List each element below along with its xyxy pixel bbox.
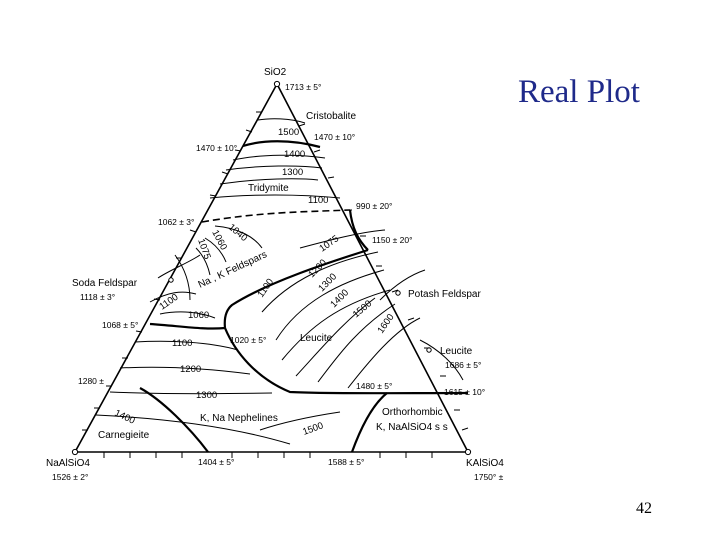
field-tridymite: Tridymite xyxy=(248,183,289,194)
temp-1020: 1020 ± 5° xyxy=(230,335,266,345)
boundary-cristobalite xyxy=(242,140,321,149)
field-nephelines: K, Na Nephelines xyxy=(200,413,278,424)
potash-feldspar-marker xyxy=(395,290,401,296)
isotherm-1500-low: 1500 xyxy=(301,420,325,438)
isotherm-1075-b: 1075 xyxy=(317,233,341,254)
temp-1404: 1404 ± 5° xyxy=(198,457,234,467)
vertex-naalsio4-label: NaAlSiO4 xyxy=(46,458,90,469)
vertex-kalsio4-label: KAlSiO4 xyxy=(466,458,504,469)
temp-1470-right: 1470 ± 10° xyxy=(314,132,355,142)
field-orthorhombic-2: K, NaAlSiO4 s s xyxy=(376,422,448,433)
isotherm-1060-a: 1060 xyxy=(209,228,229,252)
temp-1150: 1150 ± 20° xyxy=(372,235,413,245)
temp-1062: 1062 ± 3° xyxy=(158,217,194,227)
boundary-orthorhombic xyxy=(350,392,388,453)
field-orthorhombic-1: Orthorhombic xyxy=(382,407,443,418)
slide-title: Real Plot xyxy=(518,74,640,110)
isotherm-1400-mid: 1400 xyxy=(328,287,351,310)
isotherm-1100-top: 1100 xyxy=(308,195,328,206)
field-cristobalite: Cristobalite xyxy=(306,111,356,122)
page-number: 42 xyxy=(636,500,652,517)
vertex-sio2-temp: 1713 ± 5° xyxy=(285,82,321,92)
phase-boundaries xyxy=(139,140,469,453)
temp-1068: 1068 ± 5° xyxy=(102,320,138,330)
isotherm-1060-b: 1060 xyxy=(188,310,209,321)
isotherm-1075-a: 1075 xyxy=(195,237,213,261)
vertex-top-marker xyxy=(273,80,281,88)
side-leucite-label: Leucite xyxy=(440,346,473,357)
isotherm-1100-low: 1100 xyxy=(172,338,192,349)
boundary-feldspar-leucite xyxy=(223,248,369,329)
field-soda-feldspar: Soda Feldspar xyxy=(72,278,138,289)
temp-1615: 1615 ± 10° xyxy=(444,387,485,397)
triangle-outline xyxy=(73,82,470,453)
isotherm-1400-top: 1400 xyxy=(284,149,305,160)
temp-1480: 1480 ± 5° xyxy=(356,381,392,391)
vertex-right-marker xyxy=(464,448,472,456)
isotherm-1100-mid: 1100 xyxy=(255,277,276,300)
isotherm-1300-top: 1300 xyxy=(282,167,303,178)
soda-feldspar-temp: 1118 ± 3° xyxy=(80,292,115,302)
vertex-kalsio4-temp: 1750° ± xyxy=(474,472,504,482)
boundary-silica-feldspar xyxy=(348,209,369,251)
isotherm-1500-top: 1500 xyxy=(278,127,299,138)
temp-1280: 1280 ± xyxy=(78,376,104,386)
boundary-carnegieite xyxy=(139,387,209,453)
isotherm-1400-low: 1400 xyxy=(113,408,137,427)
temp-1588: 1588 ± 5° xyxy=(328,457,364,467)
temp-1470-left: 1470 ± 10° xyxy=(196,143,237,153)
boundary-tridymite-dashed xyxy=(201,209,351,223)
side-leucite-temp: 1686 ± 5° xyxy=(445,360,481,370)
isotherm-1040: 1040 xyxy=(226,222,249,244)
field-leucite: Leucite xyxy=(300,333,333,344)
field-carnegieite: Carnegieite xyxy=(98,430,150,441)
isotherm-1200-low: 1200 xyxy=(180,364,201,375)
boundary-leucite-nepheline xyxy=(223,327,469,395)
isotherm-1300-mid: 1300 xyxy=(316,271,339,294)
temp-990: 990 ± 20° xyxy=(356,201,392,211)
edge-ticks xyxy=(82,111,469,458)
vertex-naalsio4-temp: 1526 ± 2° xyxy=(52,472,88,482)
boundary-feldspar-nepheline xyxy=(149,322,226,330)
vertex-left-marker xyxy=(71,448,79,456)
isotherm-1300-low: 1300 xyxy=(196,390,217,401)
isotherms-lines xyxy=(95,118,464,445)
soda-feldspar-marker xyxy=(168,277,174,283)
vertex-sio2-label: SiO2 xyxy=(264,67,287,78)
field-potash-feldspar: Potash Feldspar xyxy=(408,289,481,300)
